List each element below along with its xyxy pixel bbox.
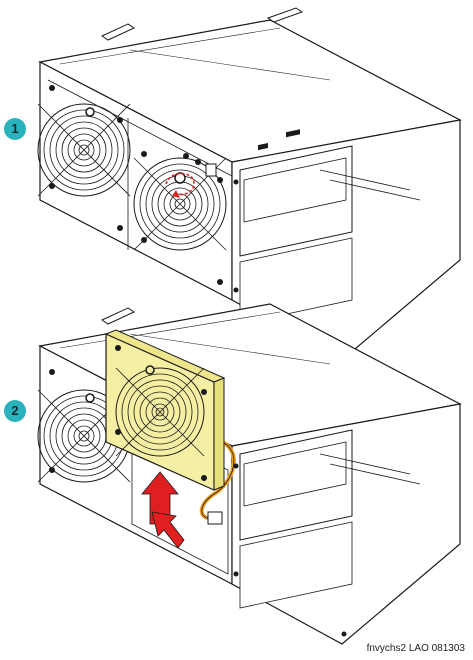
step-2-badge: 2 xyxy=(4,400,26,422)
step-1-drawing xyxy=(37,7,462,361)
step-2-drawing xyxy=(37,303,462,645)
step-1-badge: 1 xyxy=(4,118,26,140)
figure-caption: fnvychs2 LAO 081303 xyxy=(366,643,465,654)
